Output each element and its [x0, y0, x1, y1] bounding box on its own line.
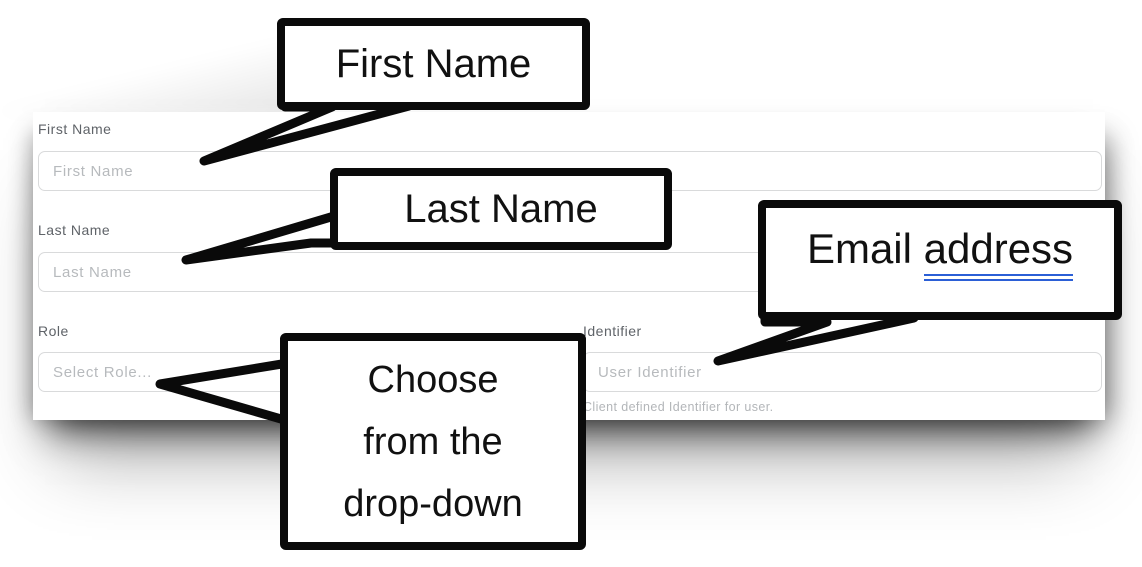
callout-first-name-text: First Name	[335, 41, 532, 86]
callout-choose-dropdown: Choose from the drop-down	[280, 333, 586, 550]
callout-address-word-underlined: address	[923, 225, 1074, 281]
callout-last-name-text: Last Name	[404, 186, 598, 231]
identifier-label: Identifier	[583, 323, 642, 339]
callout-last-name: Last Name	[330, 168, 672, 250]
identifier-input[interactable]	[583, 352, 1102, 392]
role-label: Role	[38, 323, 69, 339]
callout-email-word: Email	[806, 225, 912, 272]
callout-email-text: Email address	[806, 225, 1074, 281]
callout-choose-line-1: Choose	[367, 358, 499, 401]
callout-email-address: Email address	[758, 200, 1122, 320]
identifier-helper-text: Client defined Identifier for user.	[583, 400, 774, 414]
first-name-label: First Name	[38, 121, 112, 137]
last-name-label: Last Name	[38, 222, 111, 238]
callout-choose-line-3: drop-down	[343, 482, 523, 525]
callout-choose-line-2: from the	[363, 420, 503, 463]
callout-first-name: First Name	[277, 18, 590, 110]
